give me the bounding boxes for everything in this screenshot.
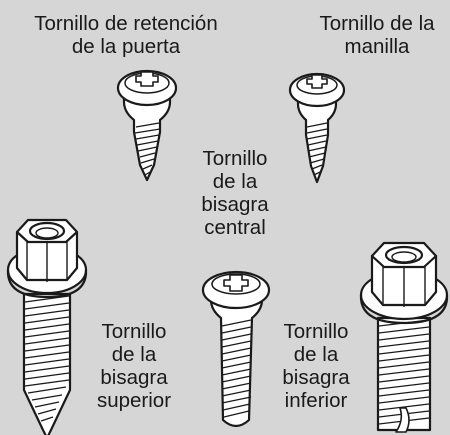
handle-label-line-1: Tornillo de la bbox=[319, 12, 435, 35]
center-hinge-label-line-4: central bbox=[204, 216, 266, 239]
handle-screw bbox=[288, 72, 346, 184]
door-stop-label-line-1: Tornillo de retención bbox=[34, 12, 218, 35]
upper-hinge-label-line-3: bisagra bbox=[100, 366, 168, 389]
lower-hinge-label-line-3: bisagra bbox=[282, 366, 350, 389]
center-hinge-label-line-2: de la bbox=[212, 170, 258, 193]
center-hinge-label-line-1: Tornillo bbox=[202, 147, 268, 170]
door-stop-screw-label: Tornillo de retención de la puerta bbox=[8, 12, 244, 58]
handle-label-line-2: manilla bbox=[344, 35, 410, 58]
phillips-recess-icon bbox=[135, 71, 159, 87]
upper-hinge-screw-label: Tornillo de la bisagra superior bbox=[86, 320, 182, 412]
lower-hinge-screw bbox=[359, 241, 449, 433]
door-stop-label-line-2: de la puerta bbox=[71, 35, 181, 58]
upper-hinge-screw bbox=[6, 218, 88, 435]
center-hinge-screw-label: Tornillo de la bisagra central bbox=[181, 147, 289, 239]
phillips-recess-icon bbox=[223, 274, 249, 292]
upper-hinge-label-line-4: superior bbox=[96, 389, 172, 412]
lower-hinge-label-line-4: inferior bbox=[284, 389, 348, 412]
phillips-recess-icon bbox=[306, 74, 328, 89]
lower-hinge-screw-label: Tornillo de la bisagra inferior bbox=[266, 320, 366, 412]
handle-screw-label: Tornillo de la manilla bbox=[308, 12, 446, 58]
center-hinge-screw bbox=[201, 270, 271, 428]
door-stop-screw bbox=[116, 69, 178, 182]
upper-hinge-label-line-2: de la bbox=[111, 343, 157, 366]
center-hinge-label-line-3: bisagra bbox=[201, 193, 269, 216]
lower-hinge-label-line-2: de la bbox=[293, 343, 339, 366]
lower-hinge-label-line-1: Tornillo bbox=[283, 320, 349, 343]
upper-hinge-label-line-1: Tornillo bbox=[101, 320, 167, 343]
